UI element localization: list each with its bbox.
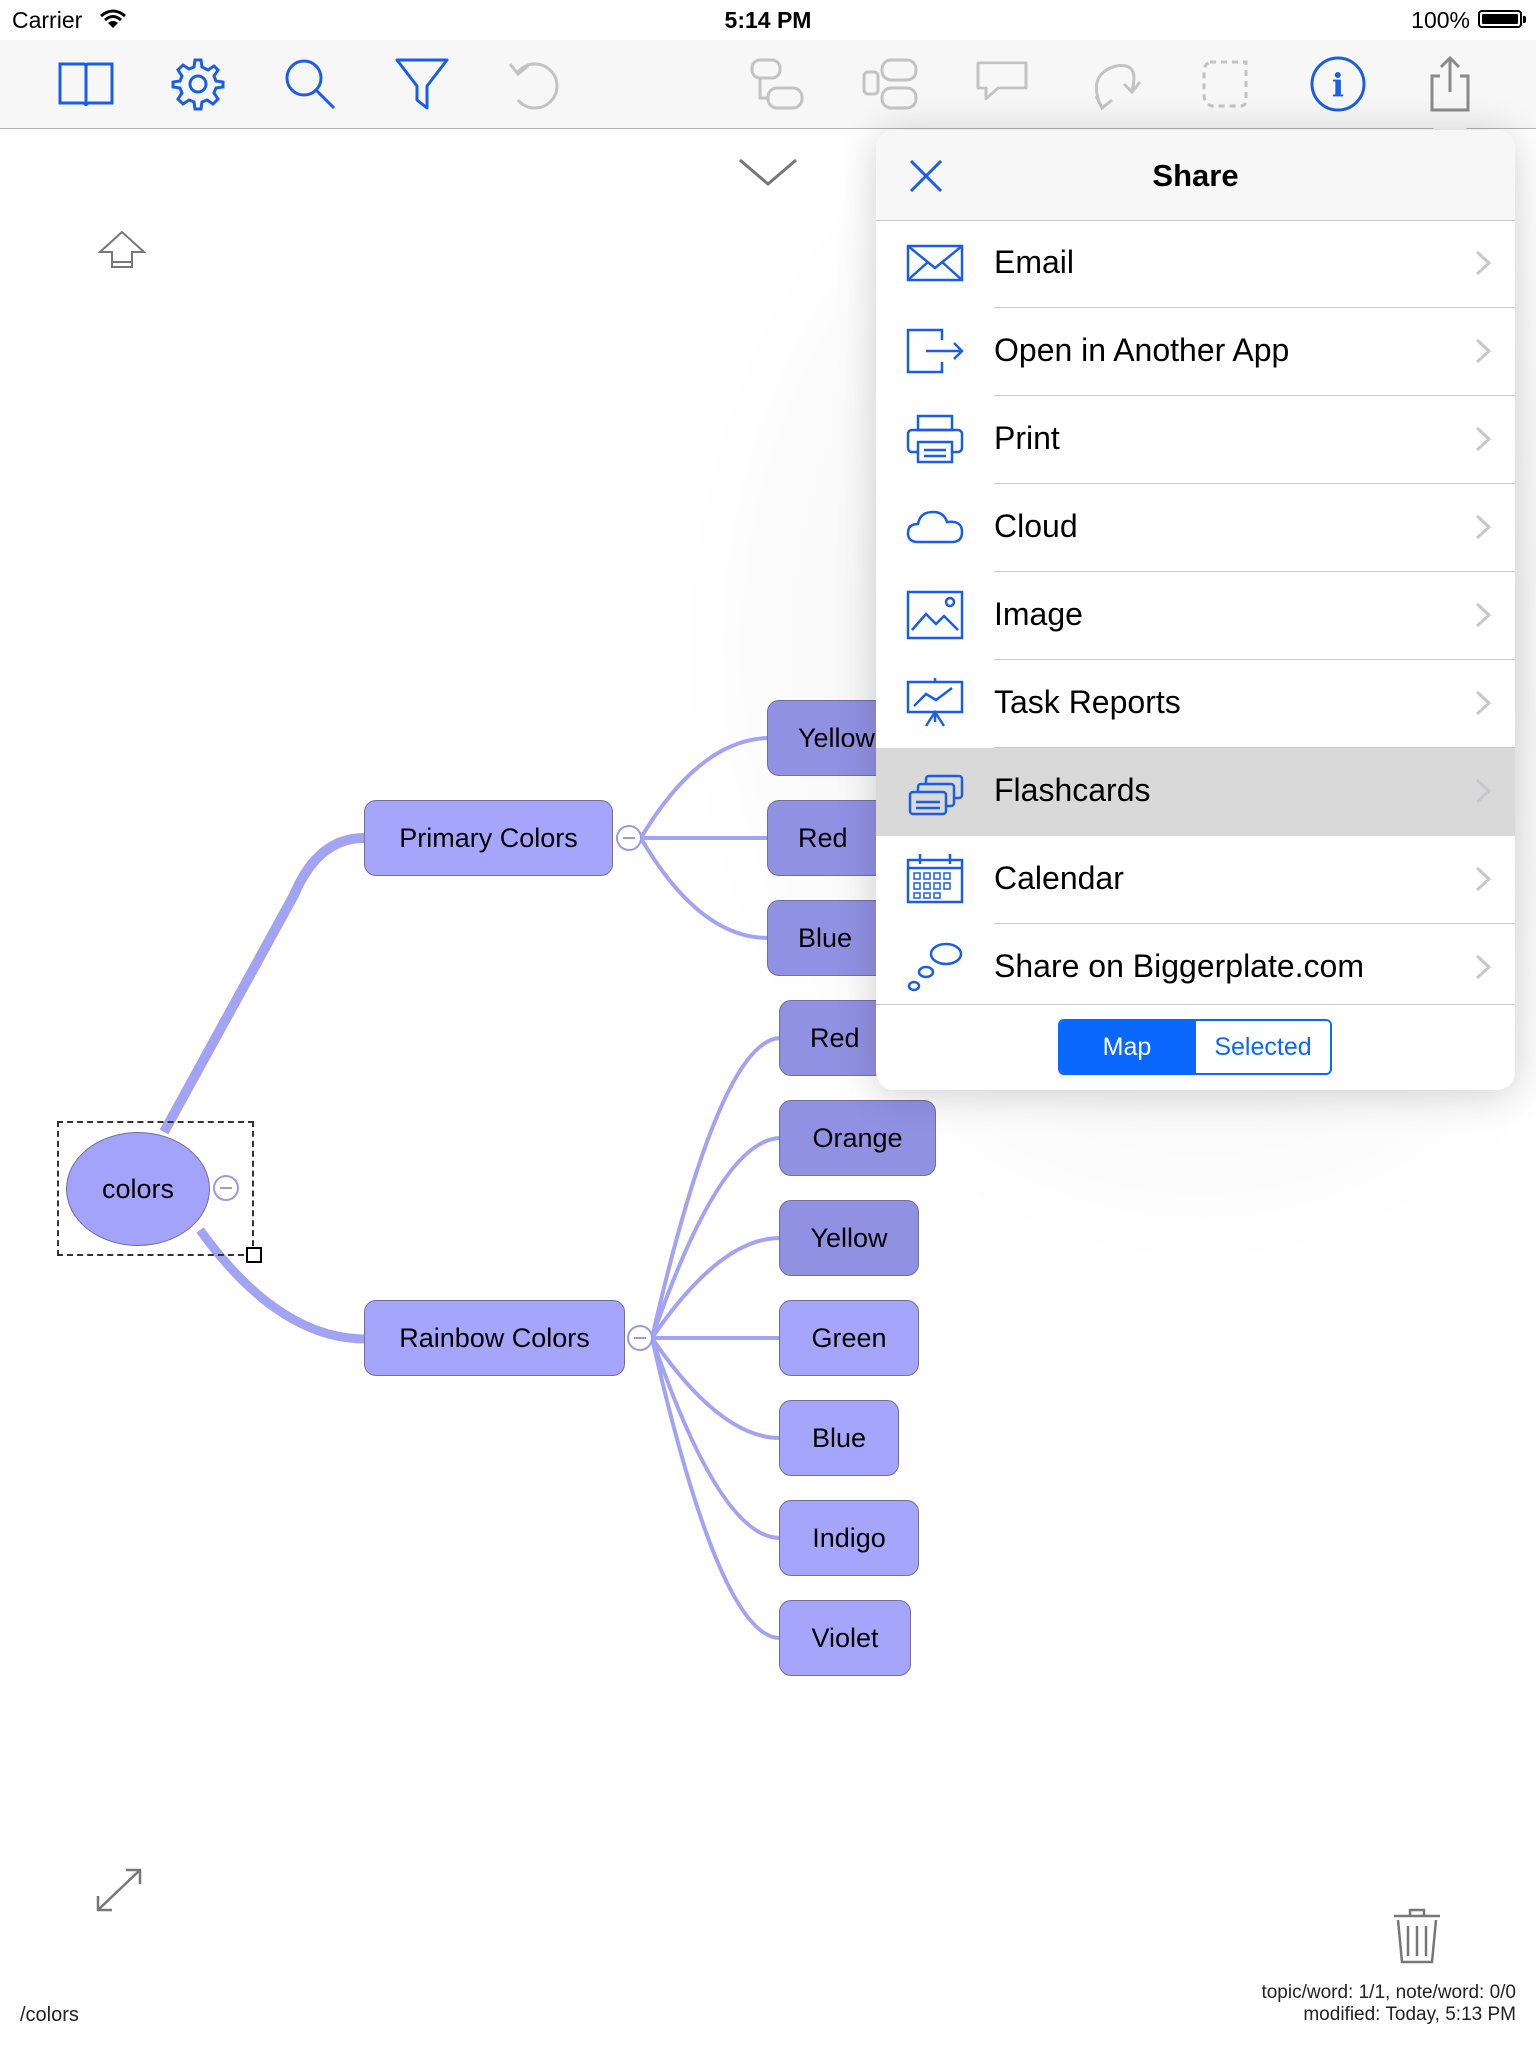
cloud-icon: [906, 510, 964, 544]
wifi-icon: [100, 9, 126, 28]
collapse-toggle-primary[interactable]: [616, 825, 642, 851]
add-sibling-icon[interactable]: [746, 54, 810, 114]
envelope-icon: [906, 244, 964, 282]
collapse-toggle-root[interactable]: [213, 1175, 239, 1201]
go-up-icon: [97, 230, 147, 268]
battery-percentage: 100%: [1411, 7, 1470, 33]
resize-handle[interactable]: [246, 1247, 262, 1263]
topic-violet[interactable]: Violet: [779, 1600, 911, 1676]
topic-green[interactable]: Green: [779, 1300, 919, 1376]
share-item-print[interactable]: Print: [876, 396, 1515, 484]
collapse-toolbar-button[interactable]: [730, 150, 806, 194]
topic-orange[interactable]: Orange: [779, 1100, 936, 1176]
thought-bubble-icon: [907, 942, 963, 992]
collapse-toggle-rainbow[interactable]: [627, 1325, 653, 1351]
chevron-right-icon: [1475, 426, 1491, 452]
segment-map[interactable]: Map: [1060, 1021, 1194, 1073]
topic-blue-rainbow[interactable]: Blue: [779, 1400, 899, 1476]
topic-indigo[interactable]: Indigo: [779, 1500, 919, 1576]
share-item-label: Flashcards: [994, 772, 1151, 808]
filter-icon[interactable]: [390, 54, 454, 114]
chevron-right-icon: [1475, 338, 1491, 364]
trash-button[interactable]: [1388, 1904, 1446, 1968]
share-item-label: Print: [994, 420, 1060, 456]
battery-icon: [1478, 10, 1526, 28]
info-icon[interactable]: i: [1306, 54, 1370, 114]
share-item-task-reports[interactable]: Task Reports: [876, 660, 1515, 748]
printer-icon: [906, 414, 964, 464]
svg-text:i: i: [1332, 66, 1344, 104]
chevron-right-icon: [1475, 778, 1491, 804]
topic-rainbow-colors[interactable]: Rainbow Colors: [364, 1300, 625, 1376]
trash-icon: [1394, 1908, 1440, 1964]
share-item-label: Image: [994, 596, 1083, 632]
share-item-open-in-another-app[interactable]: Open in Another App: [876, 308, 1515, 396]
clock: 5:14 PM: [724, 7, 812, 33]
add-child-icon[interactable]: [858, 54, 922, 114]
popover-header: Share: [876, 130, 1515, 221]
gear-icon[interactable]: [166, 54, 230, 114]
chevron-right-icon: [1475, 250, 1491, 276]
share-item-label: Task Reports: [994, 684, 1181, 720]
share-item-label: Share on Biggerplate.com: [994, 948, 1364, 984]
chevron-right-icon: [1475, 602, 1491, 628]
topic-yellow-primary[interactable]: Yellow: [767, 700, 887, 776]
popover-arrow: [1430, 112, 1470, 132]
document-info: topic/word: 1/1, note/word: 0/0 modified…: [1261, 1982, 1516, 2026]
root-topic[interactable]: colors: [66, 1132, 210, 1246]
status-bar: Carrier 5:14 PM 100%: [0, 0, 1536, 40]
scope-segmented-control: Map Selected: [1058, 1019, 1332, 1075]
document-path: /colors: [20, 2004, 79, 2026]
share-item-email[interactable]: Email: [876, 220, 1515, 308]
chevron-down-icon: [739, 158, 797, 186]
carrier-label: Carrier: [12, 7, 83, 33]
popover-title: Share: [1152, 158, 1239, 193]
image-icon: [906, 590, 964, 640]
presentation-chart-icon: [906, 678, 964, 727]
expand-button[interactable]: [90, 1862, 148, 1918]
close-icon[interactable]: [906, 156, 946, 196]
toolbar: i: [0, 40, 1536, 129]
scope-segment-bar: Map Selected: [876, 1004, 1515, 1090]
calendar-icon: [906, 854, 964, 904]
topic-yellow-rainbow[interactable]: Yellow: [779, 1200, 919, 1276]
selection-box: [57, 1121, 254, 1256]
share-item-biggerplate[interactable]: Share on Biggerplate.com: [876, 924, 1515, 1012]
callout-icon[interactable]: [970, 54, 1034, 114]
topic-primary-colors[interactable]: Primary Colors: [364, 800, 613, 876]
go-up-button[interactable]: [88, 222, 158, 274]
share-item-flashcards[interactable]: Flashcards: [876, 748, 1515, 836]
topic-blue-primary[interactable]: Blue: [767, 900, 887, 976]
search-icon[interactable]: [278, 54, 342, 114]
open-in-app-icon: [906, 328, 964, 374]
share-item-label: Cloud: [994, 508, 1078, 544]
share-item-cloud[interactable]: Cloud: [876, 484, 1515, 572]
undo-icon[interactable]: [502, 54, 566, 114]
relationship-icon[interactable]: [1082, 54, 1146, 114]
boundary-icon[interactable]: [1194, 54, 1258, 114]
modified-date: modified: Today, 5:13 PM: [1303, 2004, 1516, 2025]
share-item-label: Open in Another App: [994, 332, 1290, 368]
book-icon[interactable]: [54, 54, 118, 114]
expand-icon: [96, 1868, 142, 1912]
share-item-label: Calendar: [994, 860, 1124, 896]
chevron-right-icon: [1475, 866, 1491, 892]
topic-word-stats: topic/word: 1/1, note/word: 0/0: [1261, 1982, 1516, 2003]
chevron-right-icon: [1475, 954, 1491, 980]
share-item-label: Email: [994, 244, 1075, 280]
topic-red-primary[interactable]: Red: [767, 800, 887, 876]
share-item-image[interactable]: Image: [876, 572, 1515, 660]
chevron-right-icon: [1475, 514, 1491, 540]
flashcards-icon: [908, 774, 964, 816]
share-popover: Share Email Open in Another App Print Cl…: [876, 130, 1515, 1090]
share-icon[interactable]: [1418, 54, 1482, 114]
segment-selected[interactable]: Selected: [1194, 1021, 1330, 1073]
chevron-right-icon: [1475, 690, 1491, 716]
share-item-calendar[interactable]: Calendar: [876, 836, 1515, 924]
